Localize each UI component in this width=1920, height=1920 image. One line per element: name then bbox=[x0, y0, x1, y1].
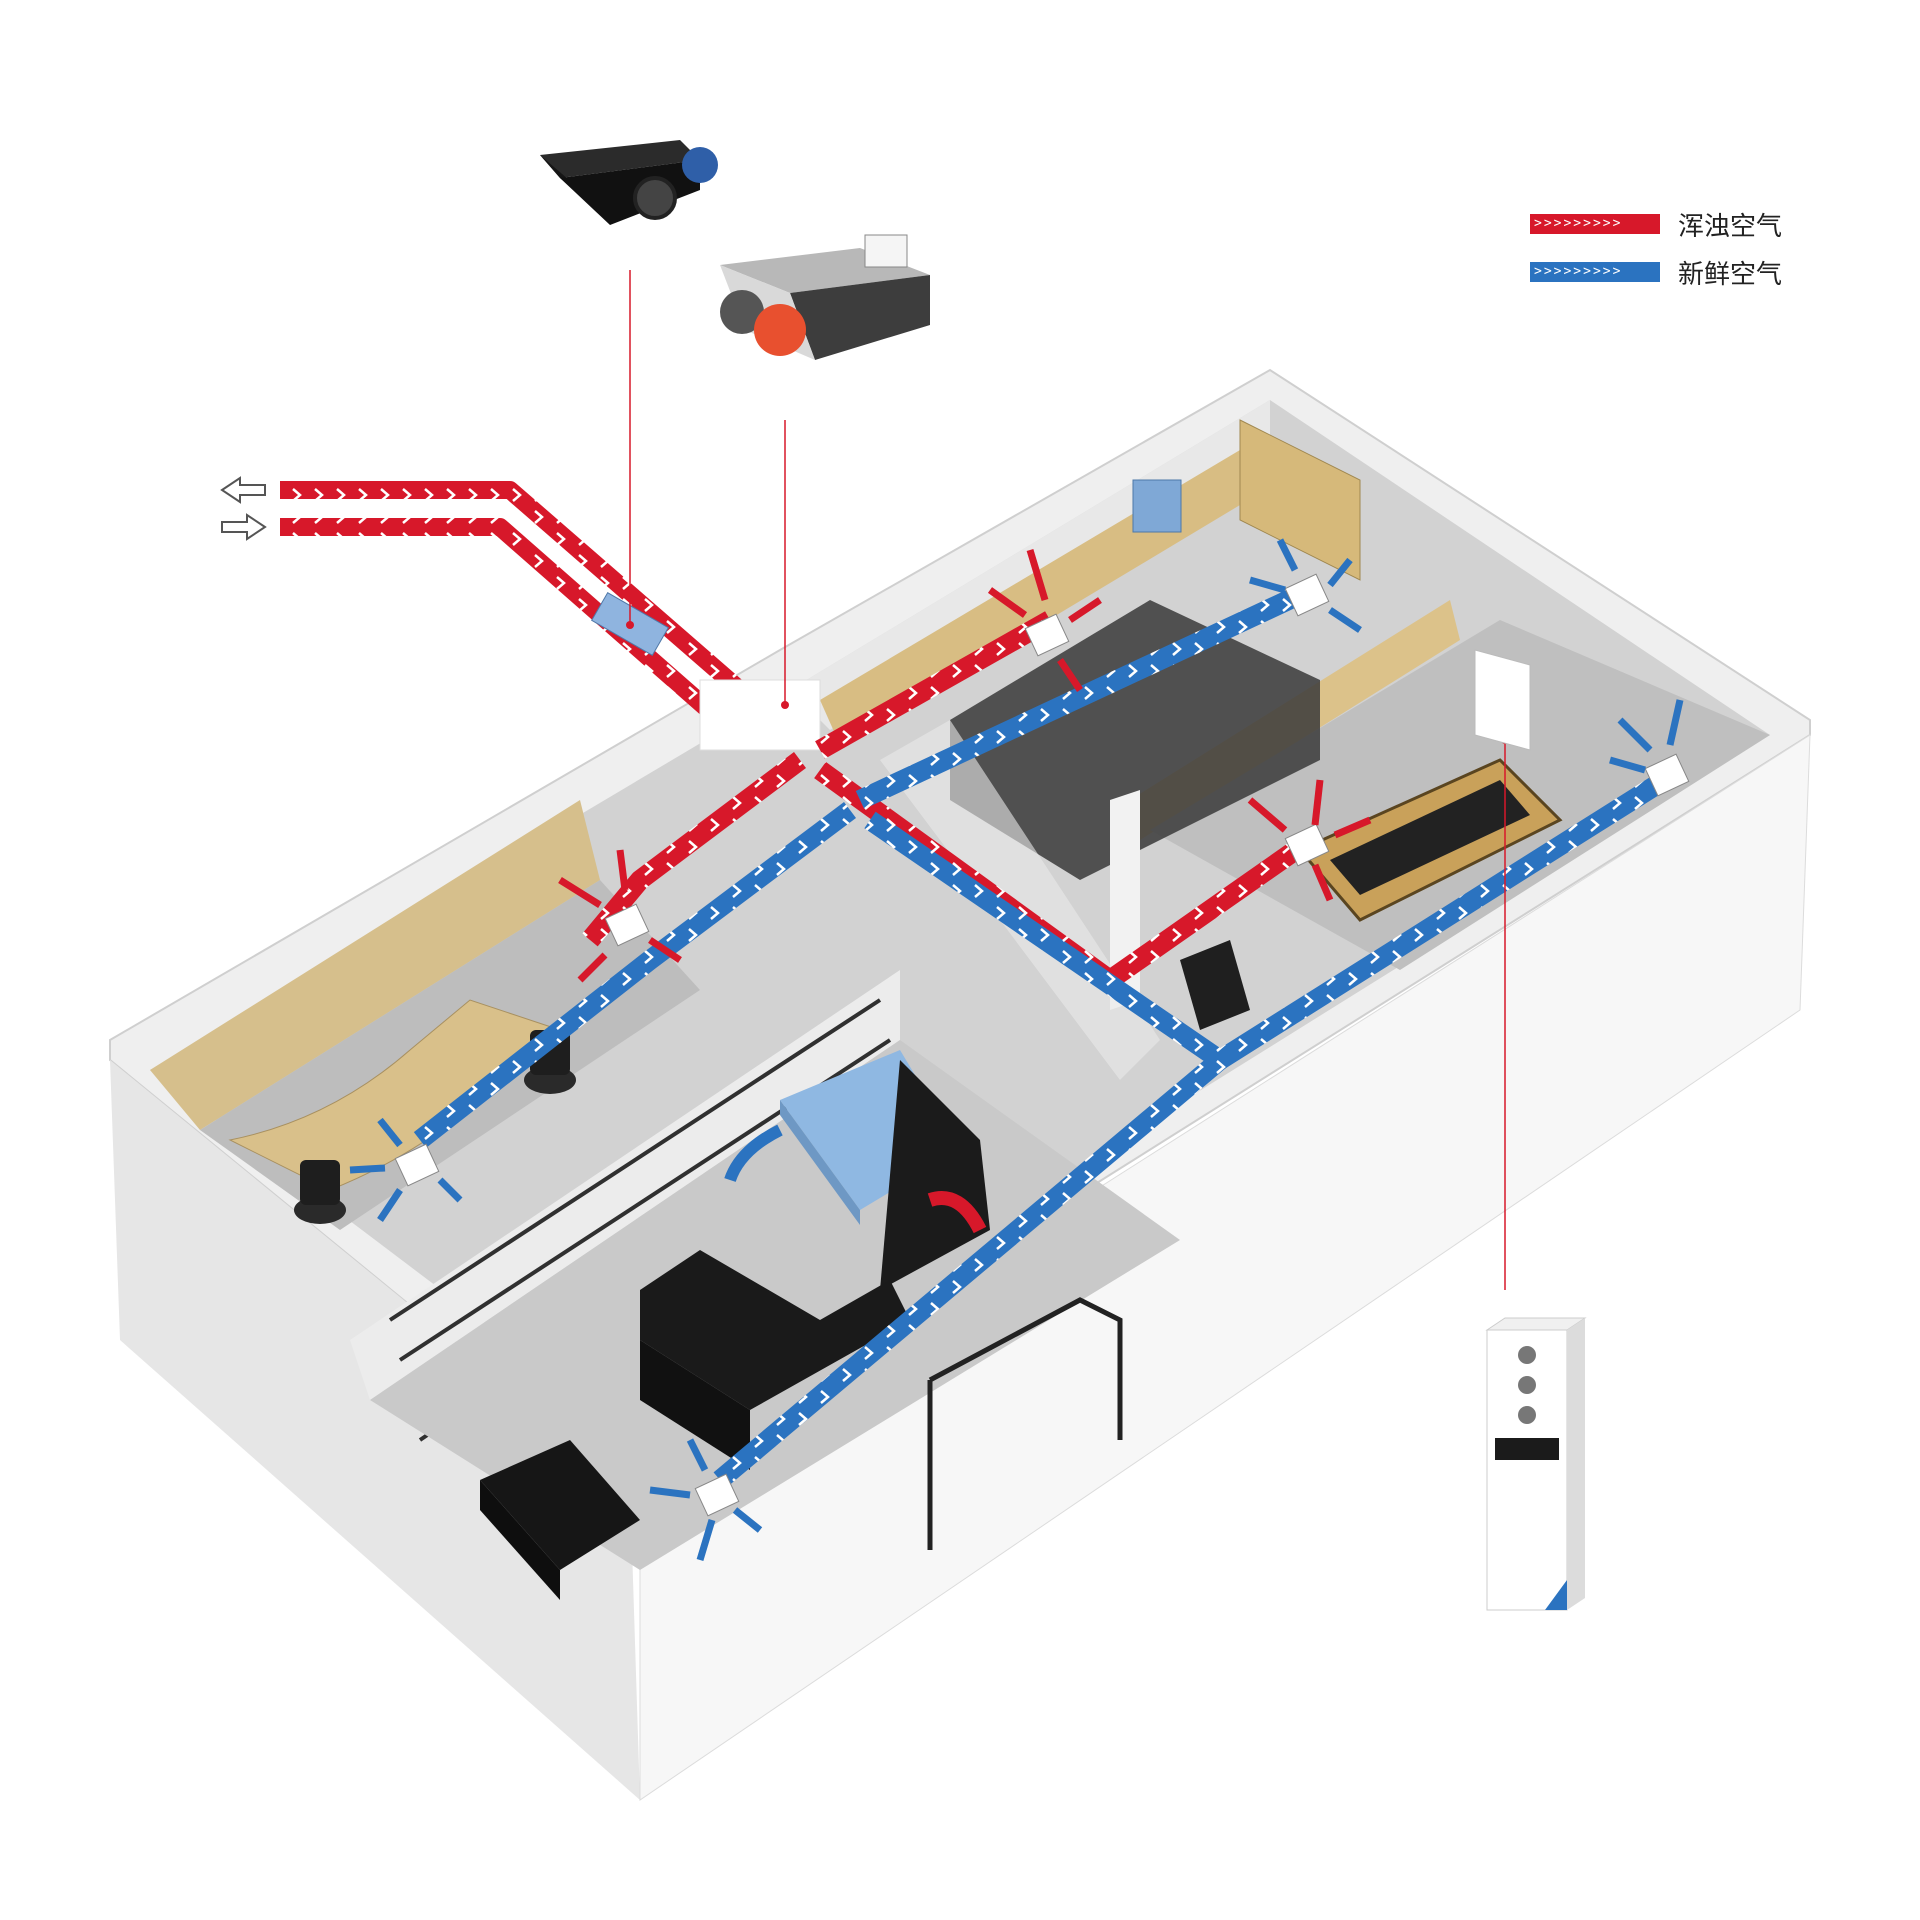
room-divider-wall bbox=[880, 720, 1160, 1080]
diffusers bbox=[349, 538, 1690, 1562]
outdoor-connection bbox=[220, 476, 267, 541]
floor-standing-purifier-icon bbox=[1485, 1317, 1587, 1611]
legend-label-exhaust: 浑浊空气 bbox=[1678, 211, 1783, 242]
diffuser-exhaust-meeting bbox=[1247, 779, 1372, 902]
arrow-right-outline-icon bbox=[221, 513, 267, 541]
front-door bbox=[927, 1297, 1123, 1550]
ventilation-unit-leader-dot bbox=[626, 621, 634, 629]
legend-label-fresh: 新鲜空气 bbox=[1678, 259, 1783, 290]
wall-monitor bbox=[1180, 940, 1250, 1030]
legend-chevrons-fresh: >>>>>>>>> bbox=[1534, 264, 1623, 279]
diffuser-fresh-left-office bbox=[349, 1117, 463, 1222]
fresh-duct-lounge bbox=[713, 1052, 1227, 1488]
office-chair-1 bbox=[294, 1160, 346, 1224]
legend-item-fresh: >>>>>>>>> 新鲜空气 bbox=[1530, 248, 1782, 296]
arrow-left-outline-icon bbox=[220, 476, 266, 504]
reception-blue-airflow-arrow bbox=[724, 1124, 783, 1183]
diffuser-fresh-open-office bbox=[1249, 538, 1362, 633]
heat-recovery-unit-leader-dot bbox=[781, 701, 789, 709]
wood-shelf bbox=[1239, 419, 1361, 581]
furniture bbox=[228, 940, 1250, 1600]
ventilation-unit-icon bbox=[540, 140, 718, 225]
legend: >>>>>>>>> 浑浊空气 >>>>>>>>> 新鲜空气 bbox=[1530, 200, 1782, 296]
armchair bbox=[480, 1440, 640, 1600]
reception-desk bbox=[780, 1050, 990, 1290]
heat-recovery-unit-icon bbox=[720, 234, 930, 360]
exhaust-duct-open-office bbox=[815, 611, 1055, 759]
left-office-wall bbox=[150, 800, 600, 1130]
exhaust-outlet-duct bbox=[280, 481, 746, 697]
diffuser-exhaust-open-office bbox=[987, 548, 1102, 692]
reception-red-airflow-arrow bbox=[927, 1191, 987, 1234]
sofa bbox=[640, 1250, 910, 1470]
diffuser-exhaust-left-office bbox=[558, 849, 682, 983]
building-front-left-face bbox=[110, 1060, 640, 1800]
wall-mounted-unit bbox=[1474, 649, 1531, 751]
meeting-table-top bbox=[1330, 780, 1530, 895]
wall-cabinet bbox=[1132, 479, 1182, 533]
fresh-duct-left-office bbox=[413, 802, 856, 1148]
legend-chevrons-exhaust: >>>>>>>>> bbox=[1534, 216, 1623, 231]
duct-system bbox=[280, 481, 1686, 1488]
diffuser-fresh-meeting bbox=[1609, 699, 1690, 797]
duct-junction-box bbox=[699, 679, 821, 751]
fresh-inlet-duct bbox=[280, 518, 726, 727]
server-cubicles bbox=[950, 600, 1320, 880]
fresh-duct-open-office bbox=[855, 580, 1315, 810]
legend-swatch-exhaust: >>>>>>>>> bbox=[1530, 214, 1660, 234]
diffuser-fresh-lounge bbox=[649, 1438, 763, 1562]
legend-item-exhaust: >>>>>>>>> 浑浊空气 bbox=[1530, 200, 1782, 248]
legend-swatch-fresh: >>>>>>>>> bbox=[1530, 262, 1660, 282]
